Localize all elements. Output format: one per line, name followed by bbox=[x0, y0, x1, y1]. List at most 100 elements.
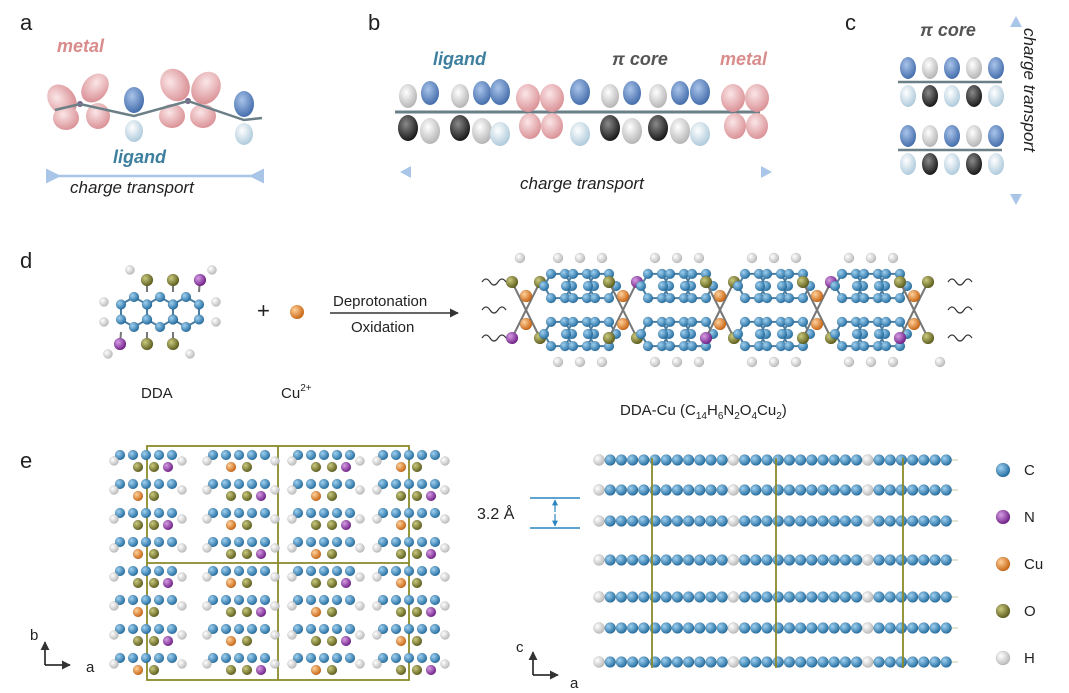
atom-c bbox=[246, 565, 258, 577]
atom-c bbox=[783, 656, 796, 668]
atom-c bbox=[873, 554, 885, 566]
crystal-view-ac bbox=[593, 454, 958, 668]
orbital-lobe bbox=[944, 57, 960, 79]
atom-o bbox=[225, 490, 237, 502]
atom-h bbox=[865, 252, 877, 264]
atom-c bbox=[140, 652, 152, 664]
atom-c bbox=[318, 507, 330, 519]
atom-o bbox=[225, 664, 237, 676]
atom-cu bbox=[519, 317, 533, 331]
legend-label-n: N bbox=[1024, 509, 1035, 526]
atom-c bbox=[929, 554, 941, 566]
atom-c bbox=[220, 652, 232, 664]
orbital-lobe bbox=[966, 153, 982, 175]
atom-c bbox=[246, 623, 258, 635]
legend-label-h: H bbox=[1024, 650, 1035, 667]
atom-c bbox=[836, 340, 848, 352]
atom-c bbox=[739, 340, 751, 352]
atom-c bbox=[738, 554, 751, 566]
atom-c bbox=[166, 449, 178, 461]
atom-c bbox=[682, 515, 695, 527]
atom-c bbox=[429, 478, 441, 490]
atom-c bbox=[331, 565, 343, 577]
atom-c bbox=[738, 484, 751, 496]
atom-c bbox=[233, 652, 245, 664]
atom-c bbox=[429, 536, 441, 548]
legend-label-cu: Cu bbox=[1024, 556, 1043, 573]
atom-c bbox=[246, 536, 258, 548]
atom-c bbox=[783, 622, 796, 634]
atom-h bbox=[843, 356, 855, 368]
atom-c bbox=[207, 565, 219, 577]
atom-h bbox=[109, 514, 119, 524]
atom-c bbox=[761, 591, 773, 603]
atom-c bbox=[906, 484, 919, 496]
atom-o bbox=[166, 273, 180, 287]
atom-o bbox=[796, 275, 810, 289]
atom-h bbox=[372, 630, 382, 640]
atom-c bbox=[828, 484, 840, 496]
bond bbox=[899, 281, 929, 339]
atom-h bbox=[270, 630, 280, 640]
atom-h bbox=[862, 484, 874, 496]
orbital-lobe bbox=[988, 125, 1004, 147]
atom-c bbox=[817, 515, 829, 527]
atom-c bbox=[754, 328, 766, 340]
atom-c bbox=[732, 328, 744, 340]
atom-c bbox=[626, 515, 639, 527]
atom-h bbox=[372, 543, 382, 553]
atom-o bbox=[132, 635, 144, 647]
orbital-lobe bbox=[601, 84, 619, 108]
atom-h bbox=[287, 485, 297, 495]
atom-h bbox=[671, 356, 683, 368]
atom-c bbox=[589, 268, 601, 280]
atom-c bbox=[114, 565, 126, 577]
atom-c bbox=[716, 554, 728, 566]
atom-c bbox=[305, 652, 317, 664]
atom-c bbox=[403, 623, 415, 635]
atom-h bbox=[177, 630, 187, 640]
atom-cu bbox=[310, 548, 322, 560]
atom-c bbox=[738, 515, 751, 527]
atom-o bbox=[148, 519, 160, 531]
atom-cu bbox=[132, 490, 144, 502]
atom-o bbox=[411, 519, 423, 531]
atom-c bbox=[794, 656, 807, 668]
atom-h bbox=[202, 601, 212, 611]
atom-n bbox=[340, 635, 352, 647]
atom-h bbox=[593, 656, 605, 668]
atom-c bbox=[732, 280, 744, 292]
atom-o bbox=[602, 331, 616, 345]
atom-c bbox=[233, 449, 245, 461]
atom-cu bbox=[225, 519, 237, 531]
atom-c bbox=[259, 623, 271, 635]
atom-n bbox=[162, 519, 174, 531]
chain-continuation bbox=[481, 306, 507, 314]
atom-c bbox=[377, 623, 389, 635]
atom-c bbox=[292, 507, 304, 519]
atom-c bbox=[220, 536, 232, 548]
atom-c bbox=[850, 591, 863, 603]
atom-c bbox=[850, 484, 863, 496]
dda-cu-polymer bbox=[481, 252, 973, 368]
atom-c bbox=[403, 594, 415, 606]
atom-o bbox=[921, 275, 935, 289]
atom-c bbox=[873, 328, 885, 340]
atom-c bbox=[615, 656, 628, 668]
atom-c bbox=[806, 591, 818, 603]
atom-h bbox=[440, 485, 450, 495]
atom-c bbox=[140, 565, 152, 577]
atom-c bbox=[783, 292, 795, 304]
atom-n bbox=[162, 635, 174, 647]
atom-c bbox=[794, 622, 807, 634]
atom-o bbox=[132, 461, 144, 473]
atom-c bbox=[761, 454, 773, 466]
atom-h bbox=[596, 252, 608, 264]
atom-h bbox=[287, 659, 297, 669]
atom-c bbox=[894, 316, 906, 328]
atom-h bbox=[768, 356, 780, 368]
ligand-orbital bbox=[124, 87, 254, 145]
atom-h bbox=[109, 630, 119, 640]
atom-c bbox=[403, 507, 415, 519]
orbital-lobe bbox=[451, 84, 469, 108]
